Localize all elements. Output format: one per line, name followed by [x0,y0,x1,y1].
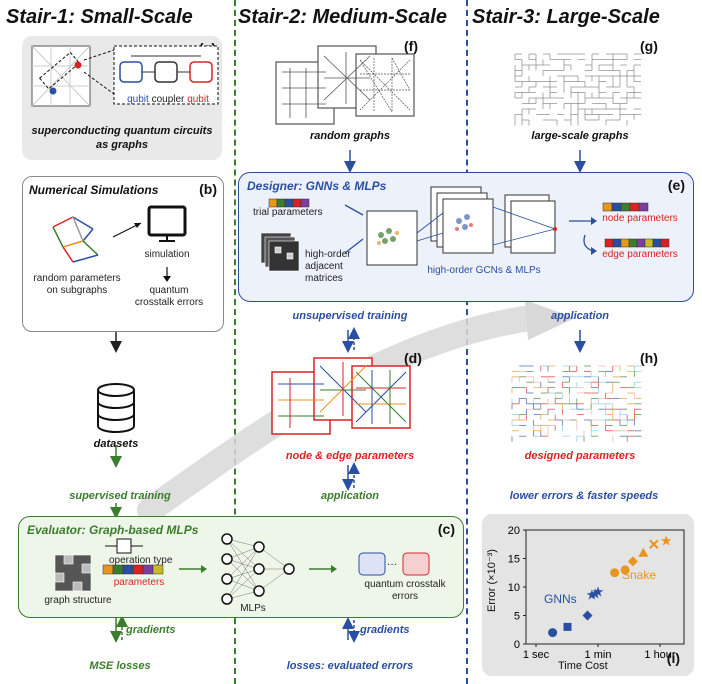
snake-point [649,539,659,549]
svg-text:···: ··· [387,559,397,570]
y-tick-label: 0 [514,639,520,651]
stair3-header: Stair-3: Large-Scale [472,6,660,28]
x-tick-label: 1 min [585,649,612,661]
panel-f-label: (f) [404,38,418,54]
y-tick-label: 5 [514,611,520,623]
losses-evaluated-label: losses: evaluated errors [286,660,414,672]
node-params-label: node parameters [602,213,678,224]
large-scale-graphs-label: large-scale graphs [531,130,629,142]
snake-point [638,547,649,557]
graph-structure-label: graph structure [44,595,112,606]
x-tick-label: 1 hour [644,649,676,661]
quantum-crosstalk-label: quantum crosstalk errors [364,579,446,602]
panel-d-label: (d) [404,350,422,366]
application-mid-label: application [320,490,380,502]
coupler-label: coupler [151,94,185,105]
panel-c-label: (c) [437,521,455,537]
simulation-label: simulation [144,249,190,260]
designed-parameters-label: designed parameters [524,450,636,462]
gnns-point [582,610,593,621]
trial-params-label: trial parameters [253,207,323,218]
green-divider [234,0,236,684]
snake-point: ★ [660,532,673,548]
gnns-point: ★ [589,585,602,601]
application-right-label: application [550,310,610,322]
panel-b-label: (b) [199,181,217,197]
lower-errors-label: lower errors & faster speeds [509,490,659,502]
snake-point [627,556,638,567]
datasets-label: datasets [93,438,139,450]
panel-e-label: (e) [667,177,685,193]
panel-a: (a) qubit coupler qubit superconducting … [22,36,222,160]
panel-h-label: (h) [640,350,658,366]
y-tick-label: 10 [508,582,520,594]
snake-point [610,568,620,578]
designer-figure [260,186,670,272]
panel-b-title: Numerical Simulations [29,183,159,197]
panel-g-label: (g) [640,38,658,54]
y-tick-label: 20 [508,525,520,537]
evaluator-figure: ··· [54,533,430,605]
panel-e-title: Designer: GNNs & MLPs [247,179,387,193]
parameters-label: parameters [113,577,165,588]
node-edge-params-label: node & edge parameters [285,450,415,462]
stair1-header: Stair-1: Small-Scale [6,6,193,28]
gradients-mid-label: gradients [360,624,410,636]
gnns-point [563,622,572,631]
gnns-series-label: GNNs [544,592,577,606]
mlps-label: MLPs [240,603,266,614]
snake-series-label: Snake [622,568,657,582]
circuit-graph-figure [31,45,219,107]
gnns-point [548,628,558,638]
qubit-right-label: qubit [187,94,209,105]
edge-params-label: edge parameters [602,249,678,260]
operation-type-label: operation type [109,555,173,566]
x-tick-label: 1 sec [523,649,550,661]
random-params-label: random parameters on subgraphs [33,273,121,296]
gcns-mlps-label: high-order GCNs & MLPs [427,265,541,276]
panel-a-caption: superconducting quantum circuits as grap… [31,125,213,151]
snake-point [620,565,630,575]
gnns-point: ★ [586,587,599,603]
panel-b: Numerical Simulations (b) simulation ran… [22,176,224,332]
supervised-training-label: supervised training [69,490,171,502]
gradients-left-label: gradients [126,624,176,636]
panel-c: Evaluator: Graph-based MLPs (c) [18,516,464,618]
mse-losses-label: MSE losses [89,660,151,672]
quantum-errors-label: quantum crosstalk errors [134,285,204,308]
stair2-header: Stair-2: Medium-Scale [238,6,447,28]
qubit-left-label: qubit [127,94,149,105]
random-graphs-label: random graphs [309,130,391,142]
unsupervised-training-label: unsupervised training [292,310,408,322]
y-axis-label: Error (×10⁻³) [485,549,498,612]
y-tick-label: 15 [508,554,520,566]
subgraph-figure [52,205,187,282]
adjacent-matrices-label: high-order adjacent matrices [305,249,351,284]
panel-c-title: Evaluator: Graph-based MLPs [27,523,199,537]
gnns-point: ★ [592,584,605,600]
panel-e: Designer: GNNs & MLPs (e) [238,172,694,302]
x-axis-label: Time Cost [558,660,608,672]
panel-i-label: (i) [666,650,680,666]
